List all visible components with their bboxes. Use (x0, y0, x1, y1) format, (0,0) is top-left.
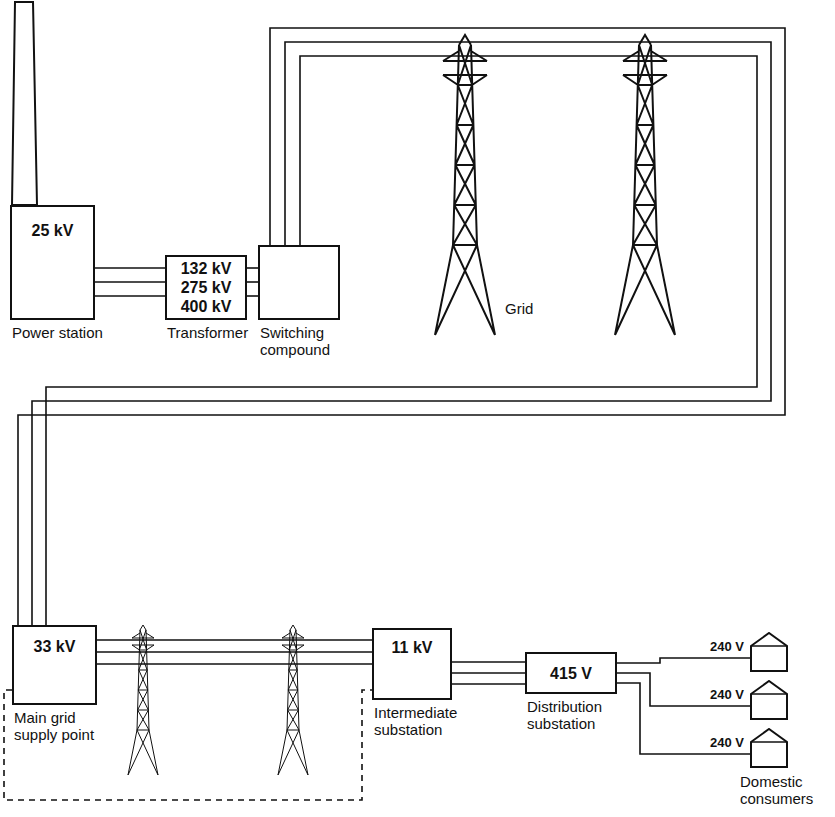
house-outline (750, 680, 788, 720)
voltage-value: 25 kV (32, 221, 74, 240)
box-caption: Intermediate substation (374, 704, 494, 738)
local-pylon (128, 625, 158, 775)
box-caption: Transformer (167, 324, 267, 341)
wire (97, 663, 372, 665)
wire (97, 651, 372, 653)
house: 240 V (750, 680, 788, 720)
house-shape (751, 681, 787, 719)
power-line (95, 268, 165, 296)
wire (617, 683, 750, 754)
dashed-link (4, 690, 372, 800)
wire (452, 672, 525, 674)
house-outline (750, 632, 788, 672)
power-line (617, 658, 750, 663)
grid-label: Grid (505, 300, 565, 317)
box-caption: Switching compound (260, 324, 360, 358)
grid-supply-box: 33 kVMain grid supply point (12, 625, 97, 705)
switching-compound-box: Switching compound (258, 245, 340, 320)
intermediate-substation-box: 11 kVIntermediate substation (372, 628, 452, 700)
wire (95, 295, 165, 297)
transformer-box: 132 kV275 kV400 kVTransformer (165, 255, 247, 320)
wire (617, 673, 750, 706)
box-caption: Main grid supply point (14, 709, 114, 743)
wire (452, 661, 525, 663)
wire (18, 28, 785, 625)
voltage-value: 33 kV (34, 637, 76, 656)
house-shape (751, 633, 787, 671)
box-caption: Distribution substation (527, 698, 647, 732)
house: 240 V (750, 632, 788, 672)
wire (247, 267, 258, 269)
grid-pylon (615, 35, 675, 335)
voltage-label: 240 V (710, 735, 744, 750)
wire (452, 683, 525, 685)
wire (97, 639, 372, 641)
box-caption: Power station (12, 324, 122, 341)
power-line (97, 640, 372, 664)
voltage-value: 400 kV (181, 297, 232, 316)
wire (617, 658, 750, 663)
house-eave (751, 693, 787, 695)
voltage-label: 240 V (710, 639, 744, 654)
distribution-substation-box: 415 VDistribution substation (525, 652, 617, 694)
house-shape (751, 729, 787, 767)
voltage-label: 240 V (710, 687, 744, 702)
wire (4, 690, 372, 800)
voltage-value: 11 kV (392, 638, 433, 657)
consumers-label: Domestic consumers (740, 773, 832, 807)
power-station-box: 25 kVPower station (10, 205, 95, 320)
wire (32, 42, 771, 625)
power-line (617, 683, 750, 754)
wire (247, 281, 258, 283)
voltage-value: 275 kV (181, 278, 232, 297)
voltage-value: 415 V (550, 664, 592, 683)
house-outline (750, 728, 788, 768)
house: 240 V (750, 728, 788, 768)
power-line (18, 28, 785, 625)
power-line (247, 268, 258, 296)
power-line (452, 662, 525, 684)
wire (95, 267, 165, 269)
house-eave (751, 741, 787, 743)
power-line (617, 673, 750, 706)
voltage-value: 132 kV (181, 259, 232, 278)
wire (95, 281, 165, 283)
wire (46, 56, 757, 625)
chimney (12, 2, 37, 205)
grid-pylon (435, 35, 495, 335)
house-eave (751, 645, 787, 647)
local-pylon (278, 625, 308, 775)
wire (247, 295, 258, 297)
